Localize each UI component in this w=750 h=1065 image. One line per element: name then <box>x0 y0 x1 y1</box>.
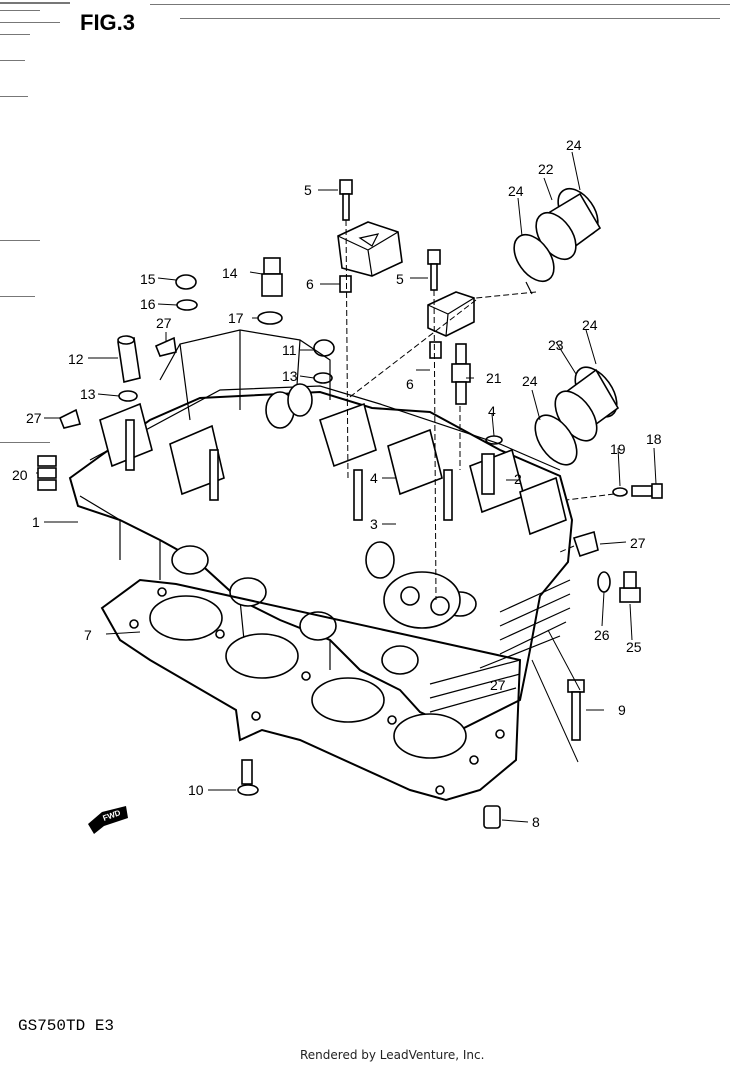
bolt-10 <box>237 759 259 796</box>
intake-pipe-lower <box>534 366 620 466</box>
callout-24: 24 <box>508 183 524 199</box>
callout-2: 2 <box>514 471 522 487</box>
callout-14: 14 <box>222 265 238 281</box>
cam-cap-lower <box>427 291 475 337</box>
callout-25: 25 <box>626 639 642 655</box>
washer-19 <box>612 487 628 497</box>
head-gasket <box>100 578 522 802</box>
callout-27: 27 <box>630 535 646 551</box>
intake-pipe-upper <box>513 188 602 295</box>
plug-25 <box>619 571 641 603</box>
callout-24: 24 <box>566 137 582 153</box>
callout-16: 16 <box>140 296 156 312</box>
model-code: GS750TD E3 <box>18 1017 114 1035</box>
callout-5: 5 <box>304 182 312 198</box>
cap-11 <box>313 339 335 357</box>
callout-24: 24 <box>582 317 598 333</box>
callout-12: 12 <box>68 351 84 367</box>
callout-22: 22 <box>538 161 554 177</box>
callout-21: 21 <box>486 370 502 386</box>
callout-19: 19 <box>610 441 626 457</box>
callouts: 24 22 24 5 5 15 14 6 16 17 27 24 23 12 1… <box>12 137 662 830</box>
callout-6: 6 <box>306 276 314 292</box>
cam-cap-upper <box>337 221 403 277</box>
washer-26 <box>597 571 611 593</box>
callout-1: 1 <box>32 514 40 530</box>
callout-8: 8 <box>532 814 540 830</box>
dowel-6a <box>339 275 352 293</box>
callout-4: 4 <box>488 403 496 419</box>
leader-lines <box>36 151 657 823</box>
cylinder-head <box>68 329 574 732</box>
bolt-5a <box>339 179 353 221</box>
spark-plug <box>451 343 471 405</box>
callout-23: 23 <box>548 337 564 353</box>
washer-13b <box>313 372 333 384</box>
o-ring-17 <box>257 311 283 325</box>
callout-13: 13 <box>282 368 298 384</box>
callout-7: 7 <box>84 627 92 643</box>
callout-17: 17 <box>228 310 244 326</box>
callout-10: 10 <box>188 782 204 798</box>
callout-3: 3 <box>370 516 378 532</box>
callout-11: 11 <box>282 342 297 358</box>
bolt-9 <box>567 679 585 741</box>
bolt-5b <box>427 249 441 291</box>
washer-16 <box>176 299 198 311</box>
callout-24: 24 <box>522 373 538 389</box>
scan-noise <box>0 2 730 443</box>
stack-20 <box>37 455 57 491</box>
callout-5: 5 <box>396 271 404 287</box>
callout-9: 9 <box>618 702 626 718</box>
bolt-18 <box>631 483 663 499</box>
plug-27b <box>58 408 81 429</box>
callout-27: 27 <box>490 677 506 693</box>
plug-27c <box>572 530 599 558</box>
dowel-8 <box>483 805 501 829</box>
footer-credit: Rendered by LeadVenture, Inc. <box>300 1048 484 1062</box>
callout-6: 6 <box>406 376 414 392</box>
dowel-6b <box>429 341 442 359</box>
fwd-arrow-icon: FWD <box>88 806 128 834</box>
nut-15 <box>175 274 197 290</box>
fitting-14 <box>261 257 283 297</box>
figure-title: FIG.3 <box>80 10 135 35</box>
callout-13: 13 <box>80 386 96 402</box>
tube-12 <box>117 335 141 383</box>
callout-20: 20 <box>12 467 28 483</box>
callout-27: 27 <box>26 410 42 426</box>
callout-4: 4 <box>370 470 378 486</box>
callout-18: 18 <box>646 431 662 447</box>
washer-13a <box>118 390 138 402</box>
callout-15: 15 <box>140 271 156 287</box>
callout-27: 27 <box>156 315 172 331</box>
callout-26: 26 <box>594 627 610 643</box>
